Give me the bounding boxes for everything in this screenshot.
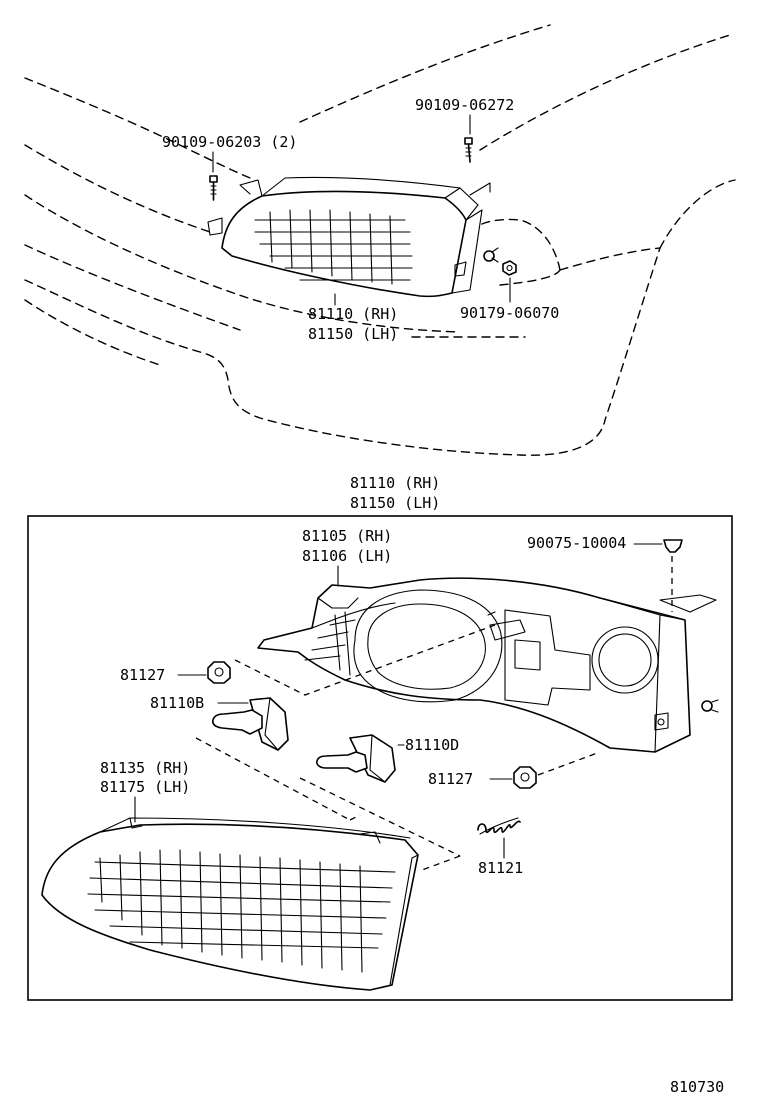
- label-housing-lh: 81106 (LH): [302, 547, 392, 565]
- headlamp-housing: [257, 577, 719, 753]
- label-lens-lh: 81175 (LH): [100, 778, 190, 796]
- label-bulb-d: 81110D: [405, 736, 459, 754]
- exploded-view-frame: [27, 515, 733, 1001]
- car-body-outline: [24, 24, 736, 456]
- box-title-rh: 81110 (RH): [350, 474, 440, 492]
- lens-grid: [87, 849, 396, 973]
- nut-icon: [502, 260, 517, 276]
- label-lamp-rh: 81110 (RH): [308, 305, 398, 323]
- bulb-b-icon: [212, 697, 289, 751]
- label-bolt-pair: 90109-06203 (2): [162, 133, 297, 151]
- spring-icon: [477, 817, 521, 835]
- label-socket-left: 81127: [120, 666, 165, 684]
- socket-icon: [513, 766, 537, 789]
- box-title-lh: 81150 (LH): [350, 494, 440, 512]
- label-socket-right: 81127: [428, 770, 473, 788]
- label-lamp-lh: 81150 (LH): [308, 325, 398, 343]
- label-bulb-b: 81110B: [150, 694, 204, 712]
- label-nut: 90179-06070: [460, 304, 559, 322]
- label-bolt: 90109-06272: [415, 96, 514, 114]
- label-spring: 81121: [478, 859, 523, 877]
- bulb-d-icon: [316, 734, 396, 783]
- label-clip: 90075-10004: [527, 534, 626, 552]
- headlamp-top-view: [207, 176, 499, 298]
- label-housing-rh: 81105 (RH): [302, 527, 392, 545]
- bolt-icon: [209, 175, 218, 201]
- bolt-icon: [464, 137, 473, 163]
- socket-icon: [207, 661, 231, 684]
- label-lens-rh: 81135 (RH): [100, 759, 190, 777]
- top-lens-grid: [254, 209, 413, 285]
- figure-number: 810730: [670, 1078, 724, 1096]
- headlamp-lens: [41, 817, 419, 991]
- clip-icon: [663, 539, 683, 553]
